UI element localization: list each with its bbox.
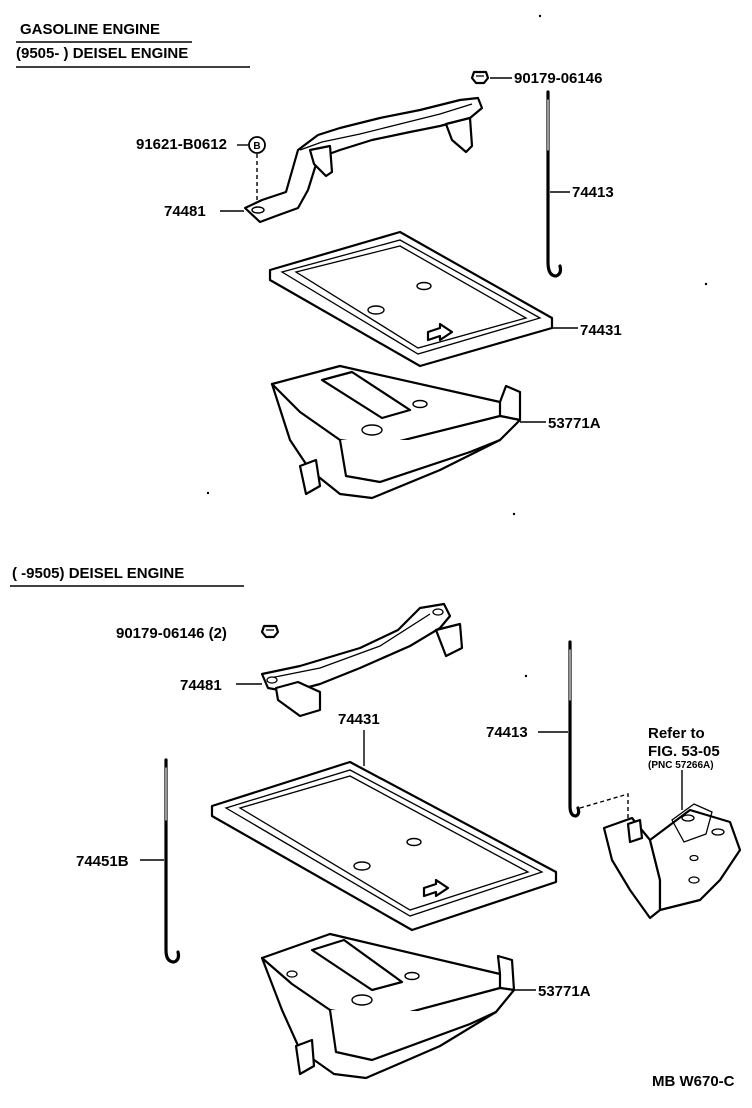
hold-down-rod-right — [568, 640, 581, 818]
top-header-line2: (9505- ) DEISEL ENGINE — [16, 45, 188, 62]
bottom-label-rod-left: 74451B — [76, 853, 129, 870]
battery-clamp-top — [243, 96, 484, 224]
reference-bracket — [602, 803, 742, 920]
battery-clamp-bottom — [260, 602, 464, 718]
battery-carrier-bottom — [260, 932, 516, 1080]
bolt-marker-letter: B — [253, 141, 260, 152]
top-header-line1: GASOLINE ENGINE — [20, 21, 160, 38]
diagram-code: MB W670-C — [652, 1073, 735, 1090]
bottom-label-carrier: 53771A — [538, 983, 591, 1000]
scan-dots — [206, 14, 708, 678]
top-label-nut: 90179-06146 — [514, 70, 602, 87]
hold-down-rod-top — [546, 90, 563, 278]
bottom-label-tray: 74431 — [338, 711, 380, 728]
bottom-label-rod-right: 74413 — [486, 724, 528, 741]
top-section: GASOLINE ENGINE (9505- ) DEISEL ENGINE 9… — [16, 21, 622, 500]
refer-line1: Refer to — [648, 725, 705, 742]
top-label-rod: 74413 — [572, 184, 614, 201]
refer-line3: (PNC 57266A) — [648, 760, 714, 771]
hold-down-rod-left — [164, 758, 181, 964]
refer-line2: FIG. 53-05 — [648, 743, 720, 760]
bolt-marker-icon: B — [248, 136, 266, 154]
rod-dashed-guide — [579, 793, 629, 820]
bottom-label-nut: 90179-06146 (2) — [116, 625, 227, 642]
top-label-carrier: 53771A — [548, 415, 601, 432]
top-label-bolt: 91621-B0612 — [136, 136, 227, 153]
top-label-clamp: 74481 — [164, 203, 206, 220]
battery-tray-bottom — [210, 760, 558, 932]
bottom-label-clamp: 74481 — [180, 677, 222, 694]
battery-carrier-top — [270, 364, 522, 500]
bottom-header: ( -9505) DEISEL ENGINE — [12, 565, 184, 582]
nut-icon — [470, 70, 490, 85]
nut-icon — [260, 624, 280, 639]
bottom-section: ( -9505) DEISEL ENGINE 90179-06146 (2) 7… — [10, 565, 742, 1080]
top-label-tray: 74431 — [580, 322, 622, 339]
battery-tray-top — [268, 230, 554, 368]
